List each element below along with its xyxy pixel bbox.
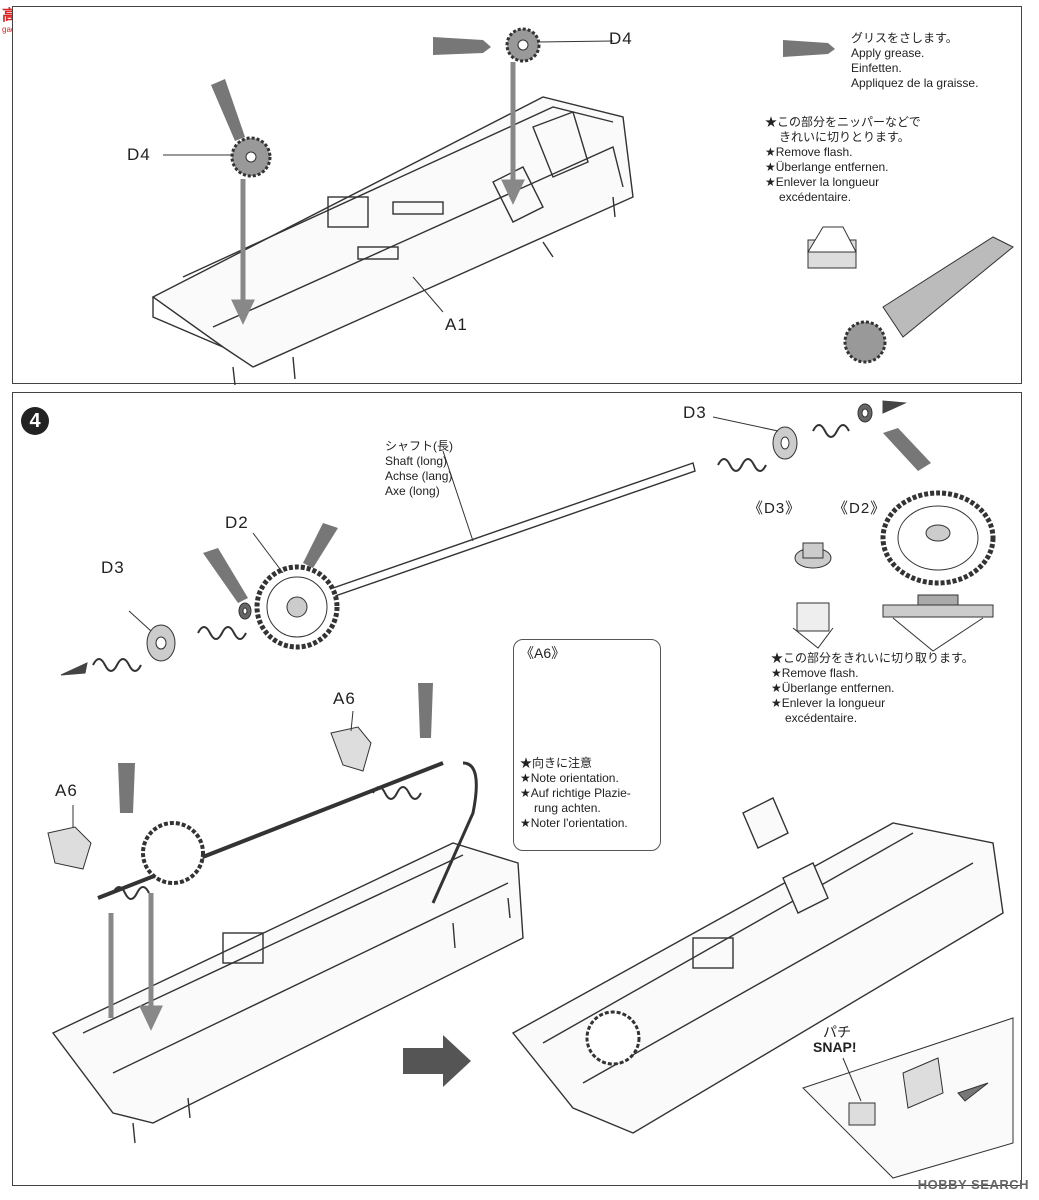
snap-detail-drawing <box>802 1017 1014 1179</box>
step-4-illustration <box>47 400 1014 1179</box>
step-4-panel: 4 <box>12 392 1022 1186</box>
label-d3-left: D3 <box>101 558 125 577</box>
long-shaft-drawing <box>312 462 696 604</box>
washer-right <box>857 403 873 423</box>
washer-left <box>238 602 252 620</box>
label-a6-center: A6 <box>333 689 356 708</box>
hobby-search-logo: HOBBY SEARCH <box>917 1177 1029 1192</box>
step-number-badge: 4 <box>21 407 49 435</box>
gear-shaft-assembly-left <box>97 761 444 900</box>
gear-d2-left <box>254 564 340 650</box>
springs-right <box>717 424 850 472</box>
bushing-d3-left <box>146 624 176 662</box>
detail-d3-drawing <box>794 542 832 632</box>
springs-left <box>92 626 247 672</box>
bracket-a6-center <box>330 726 372 772</box>
step-3-illustration <box>151 27 1014 385</box>
flash-detail-drawing <box>807 226 1014 364</box>
insert-arrows-step4 <box>108 893 163 1031</box>
a6-orientation-callout: 《A6》 ★向きに注意 ★Note orientation. ★Auf rich… <box>513 639 661 851</box>
detail-label-d3: 《D3》 <box>748 500 802 517</box>
insert-arrows <box>231 62 525 325</box>
label-a6-left: A6 <box>55 781 78 800</box>
label-d4-top: D4 <box>609 29 633 48</box>
detail-d2-drawing <box>880 490 996 618</box>
grease-note: グリスをさします。 Apply grease. Einfetten. Appli… <box>851 31 979 90</box>
label-d2: D2 <box>225 513 249 532</box>
bushing-d3-right <box>772 426 798 460</box>
gear-d4-left-drawing <box>230 136 272 178</box>
spring-wire <box>431 761 478 904</box>
grease-tubes-step4 <box>118 428 931 813</box>
assembly-arrow <box>403 1035 471 1087</box>
direction-arrows <box>60 400 907 676</box>
step-3-panel: D4 D4 A1 グリスをさします。 Apply grease. Einfett… <box>12 6 1022 385</box>
label-d3-right: D3 <box>683 403 707 422</box>
snap-label: パチ SNAP! <box>813 1024 857 1055</box>
grease-tubes <box>211 37 835 141</box>
detail-label-d2: 《D2》 <box>833 500 887 517</box>
bracket-a6-left <box>47 826 92 870</box>
gear-d4-top-drawing <box>505 27 541 63</box>
flash-note-step3: ★この部分をニッパーなどで きれいに切りとります。 ★Remove flash.… <box>765 115 921 204</box>
label-a1: A1 <box>445 315 468 334</box>
chassis-left-drawing <box>51 842 524 1144</box>
label-d4-left: D4 <box>127 145 151 164</box>
a6-callout-text: ★向きに注意 ★Note orientation. ★Auf richtige … <box>520 756 631 830</box>
chassis-a1-drawing <box>151 96 634 385</box>
shaft-label: シャフト(長) Shaft (long) Achse (lang) Axe (l… <box>385 439 453 498</box>
flash-note-step4: ★この部分をきれいに切り取ります。 ★Remove flash. ★Überla… <box>771 651 974 725</box>
a6-callout-title: 《A6》 <box>520 645 566 661</box>
chassis-right-drawing <box>511 797 1004 1134</box>
